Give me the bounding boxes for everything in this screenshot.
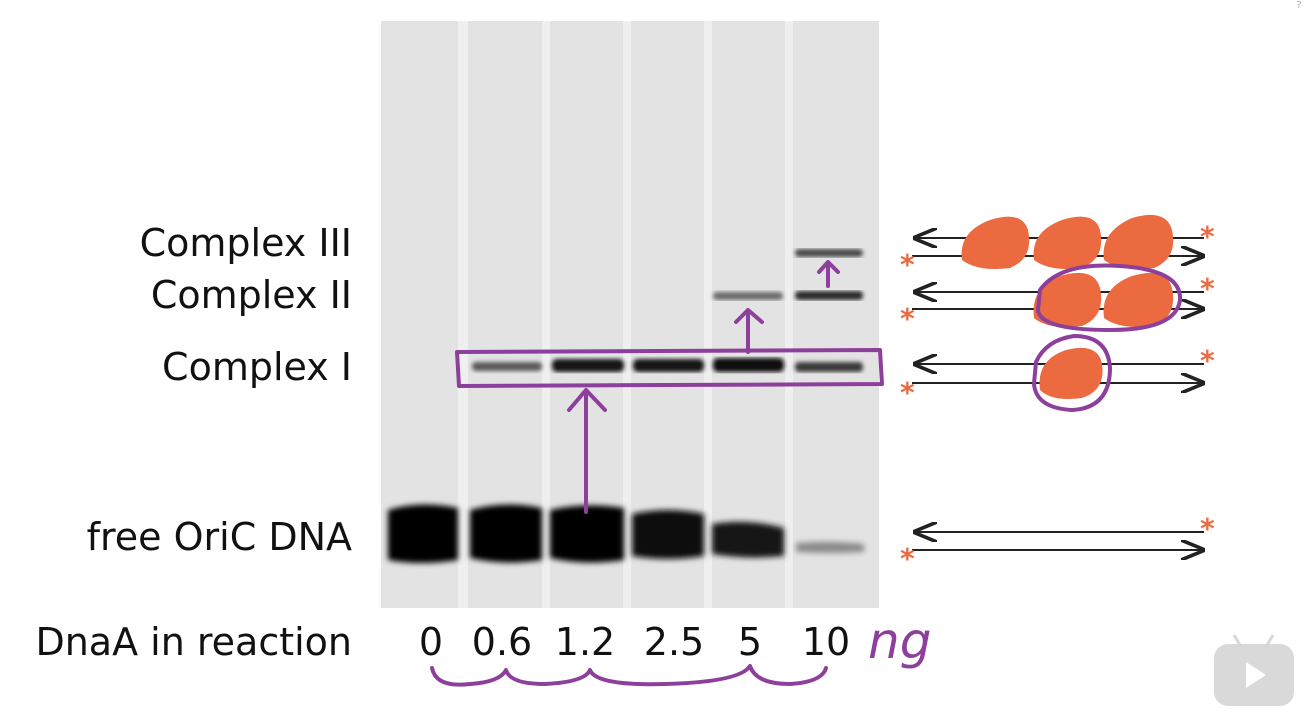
amount-brace <box>430 664 828 687</box>
schematic-complex-iii <box>912 214 1204 269</box>
c2-highlight-ellipse <box>1035 263 1183 333</box>
amount-lane-4: 2.5 <box>643 620 705 664</box>
svg-text:*: * <box>1200 272 1215 305</box>
free-dna-bands <box>388 504 864 563</box>
label-complex-i: Complex I <box>162 345 352 389</box>
amount-lane-2: 0.6 <box>471 620 533 664</box>
band-c1-lane-3 <box>552 359 624 372</box>
lane-separators <box>458 21 793 608</box>
play-icon <box>1246 662 1266 688</box>
schematic-complex-ii <box>912 263 1204 333</box>
play-button[interactable] <box>1214 634 1294 706</box>
dnaa-blob <box>1033 272 1102 327</box>
dnaa-blob <box>1033 216 1102 269</box>
arrow-c2-to-c3 <box>817 260 840 288</box>
svg-text:*: * <box>900 376 915 409</box>
band-c2-lane-5 <box>713 292 783 300</box>
label-complex-ii: Complex II <box>150 273 352 317</box>
dnaa-blob <box>1039 347 1103 399</box>
amount-lane-5: 5 <box>737 620 763 664</box>
complex-iii-bands <box>795 249 863 257</box>
svg-text:*: * <box>1200 344 1215 377</box>
band-c1-lane-5 <box>713 358 784 372</box>
amount-lane-3: 1.2 <box>554 620 616 664</box>
svg-text:*: * <box>1200 512 1215 545</box>
label-asterisks: * * * * * * * * <box>900 220 1215 575</box>
band-c3-lane-6 <box>795 249 863 257</box>
schematic-complex-i <box>912 333 1204 413</box>
arrow-c1-to-c2 <box>734 308 764 354</box>
band-c1-lane-6 <box>795 362 863 372</box>
purple-annotations <box>430 260 884 687</box>
label-complex-iii: Complex III <box>139 221 352 265</box>
complex-i-bands <box>472 358 863 372</box>
complex-i-highlight-box <box>455 348 884 388</box>
band-free-lane-1 <box>388 504 458 563</box>
band-free-lane-5 <box>712 521 784 558</box>
dnaa-blob <box>1103 272 1174 327</box>
dnaa-blob <box>961 216 1030 269</box>
arrow-free-to-c1 <box>567 388 607 514</box>
amount-lane-1: 0 <box>418 620 444 664</box>
amount-lane-6: 10 <box>801 620 851 664</box>
schematic-free-dna <box>912 532 1204 550</box>
svg-text:*: * <box>1200 220 1215 253</box>
svg-text:*: * <box>900 302 915 335</box>
band-c1-lane-2 <box>472 362 542 371</box>
label-free-dna: free OriC DNA <box>86 515 352 559</box>
c1-highlight-ellipse <box>1031 333 1113 413</box>
svg-text:*: * <box>900 248 915 281</box>
dnaa-blob <box>1103 214 1174 269</box>
band-c1-lane-4 <box>633 359 704 372</box>
amount-unit: ng <box>868 612 932 670</box>
band-free-lane-2 <box>470 504 542 563</box>
help-icon[interactable]: ? <box>1296 0 1302 11</box>
band-free-lane-6 <box>796 541 864 553</box>
band-free-lane-3 <box>550 505 624 563</box>
label-dnaa-in-reaction: DnaA in reaction <box>35 620 352 664</box>
svg-text:*: * <box>900 542 915 575</box>
band-free-lane-4 <box>632 510 704 559</box>
complex-ii-bands <box>713 291 863 300</box>
band-c2-lane-6 <box>795 291 863 300</box>
